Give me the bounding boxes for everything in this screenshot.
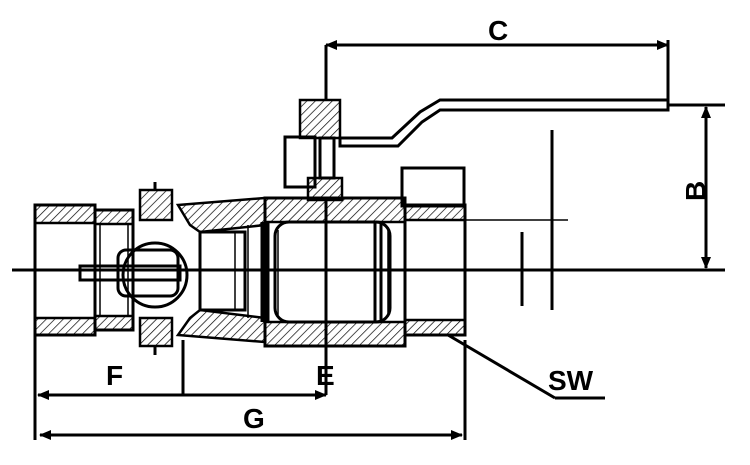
valve-body bbox=[260, 196, 407, 348]
leader-sw bbox=[447, 333, 605, 400]
label-f: F bbox=[106, 360, 123, 391]
left-fitting bbox=[33, 203, 135, 337]
dimension-f bbox=[33, 335, 327, 440]
dimension-c bbox=[325, 40, 670, 100]
label-g: G bbox=[243, 403, 265, 434]
drain-valve bbox=[78, 182, 189, 355]
label-sw: SW bbox=[548, 365, 594, 396]
dimension-g bbox=[39, 340, 467, 440]
right-connection bbox=[400, 130, 568, 337]
label-b: B bbox=[680, 181, 711, 201]
valve-handle bbox=[283, 45, 670, 395]
coupling bbox=[175, 196, 267, 344]
label-c: C bbox=[488, 15, 508, 46]
label-e: E bbox=[316, 360, 335, 391]
dimension-b bbox=[668, 103, 725, 269]
